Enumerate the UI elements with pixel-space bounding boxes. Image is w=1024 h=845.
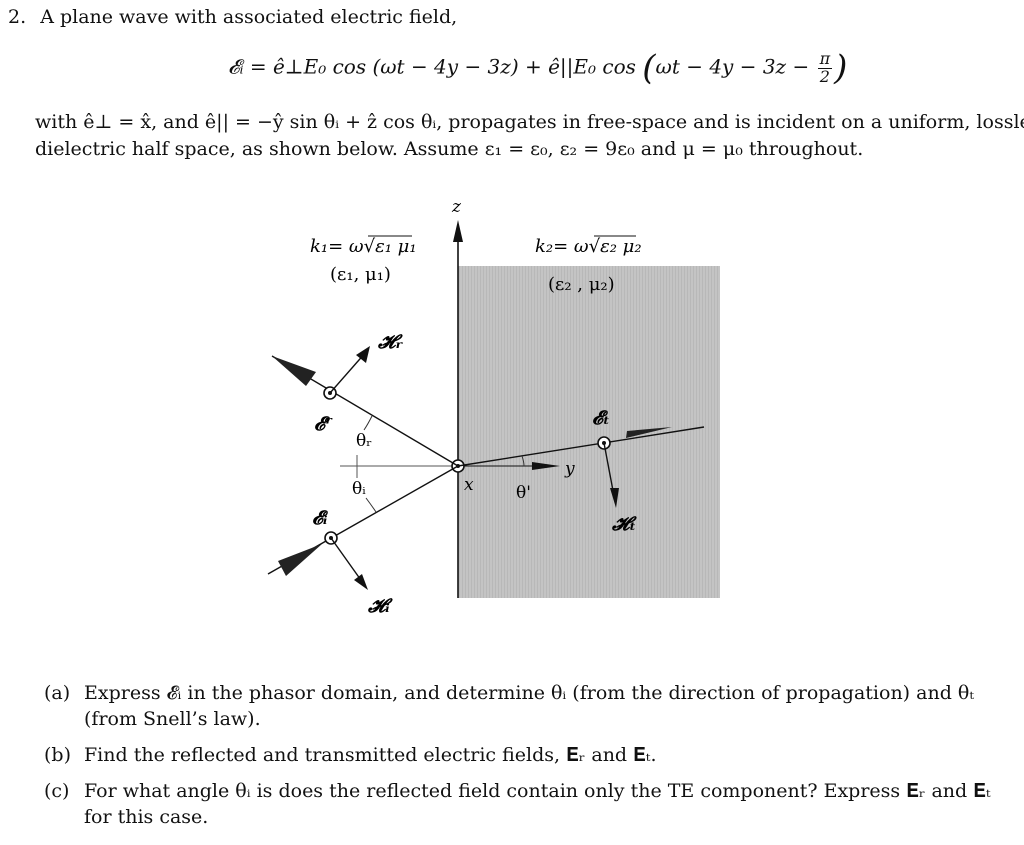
transmitted-H-line	[603, 442, 615, 497]
question-c-cont: for this case.	[84, 806, 208, 828]
theta-i-arc	[365, 497, 377, 513]
E-t-label: 𝓔ₜ	[592, 407, 610, 429]
y-axis-label: y	[564, 459, 575, 479]
transmitted-ray-arrowhead	[626, 427, 672, 438]
equation-inner: ωt − 4y − 3z −	[655, 54, 810, 79]
z-axis-label: z	[451, 197, 462, 217]
problem-heading: 2. A plane wave with associated electric…	[8, 6, 457, 28]
theta-r-label: θᵣ	[356, 431, 372, 451]
field-equation: 𝓔ᵢ = ê⊥E₀ cos (ωt − 4y − 3z) + ê||E₀ cos…	[228, 48, 847, 88]
k1-label: k₁= ω√ε₁ μ₁	[310, 236, 417, 257]
reflected-H-arrowhead	[356, 346, 370, 363]
dielectric-half-space	[458, 266, 720, 598]
z-axis-arrowhead	[453, 220, 463, 242]
close-paren: )	[834, 48, 848, 88]
H-i-label: 𝓗ᵢ	[367, 595, 393, 617]
E-r-label: 𝓔ʳ	[314, 413, 333, 435]
question-a-line2: (from Snell’s law).	[84, 708, 261, 730]
problem-line-2: with ê⊥ = x̂, and ê|| = −ŷ sin θᵢ + ẑ co…	[35, 111, 1024, 133]
theta-t-arc	[521, 455, 525, 467]
theta-i-label: θᵢ	[352, 479, 366, 499]
open-paren: (	[642, 48, 656, 88]
E-i-label: 𝓔ᵢ	[312, 507, 329, 529]
question-a: (a) Express 𝓔ᵢ in the phasor domain, and …	[44, 682, 974, 704]
incident-ray-arrowhead	[278, 544, 322, 576]
y-axis-arrowhead	[532, 462, 560, 470]
question-b: (b) Find the reflected and transmitted el…	[44, 744, 657, 766]
reflected-H-line	[329, 351, 367, 394]
H-r-label: 𝓗ᵣ	[377, 331, 403, 353]
reflected-ray-arrowhead	[272, 356, 316, 386]
question-a-line1: Express 𝓔ᵢ in the phasor domain, and det…	[84, 682, 975, 704]
question-c: (c) For what angle θᵢ is does the reflect…	[44, 780, 991, 802]
question-b-letter: (b)	[44, 744, 71, 766]
x-axis-label: x	[464, 475, 474, 495]
question-c-letter: (c)	[44, 780, 70, 802]
transmitted-ray	[457, 426, 705, 467]
incident-H-line	[330, 537, 364, 584]
theta-t-label: θ'	[516, 483, 531, 503]
transmitted-H-arrowhead	[610, 488, 619, 508]
k2-medium-label: (ε₂ , μ₂)	[548, 274, 615, 295]
wave-diagram: z y x k₁= ω√ε₁ μ₁ (ε₁, μ₁) k₂= ω√ε₂ μ₂ (…	[267, 197, 720, 617]
fraction-denominator: 2	[819, 66, 830, 86]
equation-lhs: 𝓔ᵢ = ê⊥E₀ cos (ωt − 4y − 3z) + ê||E₀ cos	[228, 54, 636, 79]
question-a-cont: (from Snell’s law).	[84, 708, 261, 730]
H-t-label: 𝓗ₜ	[611, 513, 637, 535]
problem-intro: A plane wave with associated electric fi…	[40, 6, 458, 28]
fraction-numerator: π	[817, 48, 833, 69]
k1-medium-label: (ε₁, μ₁)	[330, 264, 391, 285]
problem-number: 2.	[8, 6, 27, 28]
k2-label: k₂= ω√ε₂ μ₂	[535, 236, 642, 257]
question-b-line1: Find the reflected and transmitted elect…	[84, 744, 657, 766]
incident-H-arrowhead	[354, 574, 368, 590]
question-c-line2: for this case.	[84, 806, 209, 828]
problem-line-3: dielectric half space, as shown below. A…	[35, 138, 864, 160]
question-c-line1: For what angle θᵢ is does the reflected …	[84, 780, 991, 802]
question-a-letter: (a)	[44, 682, 71, 704]
theta-r-arc	[363, 415, 373, 431]
